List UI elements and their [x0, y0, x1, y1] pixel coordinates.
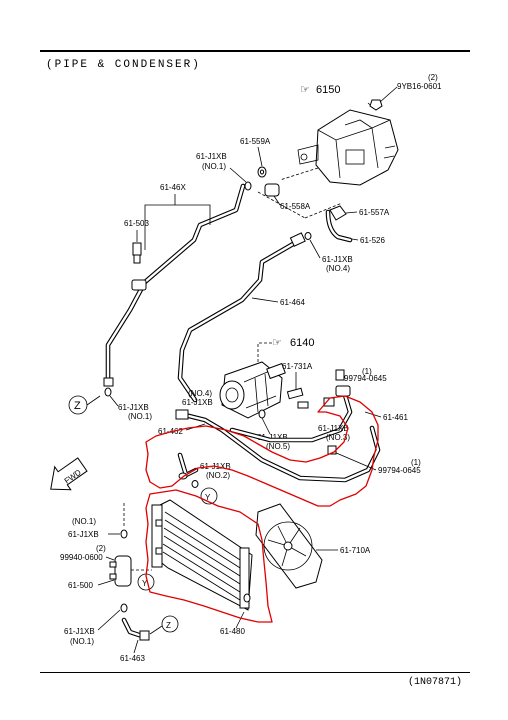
label-99794-a-qty: (1)	[362, 367, 372, 376]
fitting-464-top	[289, 232, 312, 247]
label-j1xb-no4: 61-J1XB	[322, 255, 353, 264]
o-ring-559a	[257, 166, 267, 178]
o-ring-left	[120, 529, 128, 539]
label-j1xb-no3: 61-J1XB	[318, 424, 349, 433]
label-j1xb-left: 61-J1XB	[68, 530, 99, 539]
page-title: (PIPE & CONDENSER)	[46, 59, 201, 71]
o-ring-no2	[191, 480, 199, 488]
condenser-tank-left	[151, 504, 163, 568]
label-46x: 61-46X	[160, 183, 186, 192]
bottom-rule	[40, 672, 470, 673]
label-557a: 61-557A	[359, 208, 390, 217]
evaporator-unit	[279, 102, 399, 186]
label-99794-b-qty: (1)	[411, 458, 421, 467]
bolt-9yb16	[369, 99, 383, 111]
label-558a: 61-558A	[280, 202, 311, 211]
o-ring-bottom	[120, 603, 128, 613]
zone-z-marker-bottom	[161, 615, 179, 633]
label-99940: 99940-0600	[60, 553, 103, 562]
label-j1xb-no5-no: (NO.5)	[266, 442, 290, 451]
clamp-46x	[131, 279, 147, 291]
label-6150: 6150	[316, 84, 340, 96]
pipe-463	[121, 617, 150, 641]
o-ring-no5	[258, 409, 266, 419]
label-500: 61-500	[68, 581, 93, 590]
zone-y-marker-top	[200, 487, 218, 505]
label-463: 61-463	[120, 654, 145, 663]
label-464: 61-464	[280, 298, 305, 307]
fitting-46x-end	[103, 377, 114, 397]
label-503: 61-503	[124, 219, 149, 228]
o-ring-j1xb-top	[244, 181, 252, 191]
label-j1xb-bot-no: (NO.1)	[70, 637, 94, 646]
label-j1xb-no3-no: (NO.3)	[326, 433, 350, 442]
label-99794-b: 99794-0645	[378, 466, 421, 475]
drawing-code: (1N07871)	[408, 677, 463, 688]
label-j1xb-top: 61-J1XB	[196, 152, 227, 161]
cap-557a	[329, 205, 347, 221]
label-731a: 61-731A	[282, 362, 313, 371]
label-6140-icon: ☞	[272, 337, 282, 349]
label-99940-qty: (2)	[96, 544, 106, 553]
label-j1xb-zone-no: (NO.1)	[128, 412, 152, 421]
fwd-arrow: FWD	[50, 457, 88, 491]
cap-558a	[264, 183, 280, 197]
label-j1xb-left-no: (NO.1)	[72, 517, 96, 526]
bolt-731a	[286, 387, 309, 409]
red-outline-condenser	[145, 489, 273, 623]
label-480: 61-480	[220, 627, 245, 636]
zone-z-letter: Z	[74, 400, 81, 412]
label-6140: 6140	[290, 337, 314, 349]
compressor	[219, 361, 286, 419]
pipe-461	[229, 392, 353, 443]
label-j1xb-no2-no: (NO.2)	[206, 471, 230, 480]
receiver-drier	[109, 555, 132, 587]
label-j1xb-mid-no: (NO.4)	[188, 389, 212, 398]
label-j1xb-top-no: (NO.1)	[202, 162, 226, 171]
condenser-fan	[255, 503, 323, 589]
label-9yb16-qty: (2)	[428, 73, 438, 82]
pipe-464	[177, 237, 303, 403]
label-j1xb-no5: 61-J1XB	[257, 433, 288, 442]
label-710a: 61-710A	[340, 546, 371, 555]
label-6150-icon: ☞	[300, 84, 310, 96]
label-99794-a: 99794-0645	[344, 374, 387, 383]
pipe-46x	[105, 183, 246, 383]
label-526: 61-526	[360, 236, 385, 245]
label-9yb16: 9YB16-0601	[397, 82, 442, 91]
zone-z-letter-bottom: Z	[166, 621, 171, 630]
label-559a: 61-559A	[240, 137, 271, 146]
condenser-tank-right	[239, 547, 250, 609]
zone-y-letter-top: Y	[205, 493, 211, 502]
top-rule	[40, 50, 470, 52]
o-ring-480	[243, 593, 251, 603]
label-461: 61-461	[383, 413, 408, 422]
condenser	[151, 499, 253, 611]
label-j1xb-mid: 61-J1XB	[182, 398, 213, 407]
label-j1xb-no4-no: (NO.4)	[326, 264, 350, 273]
service-valve-503	[132, 242, 142, 264]
zone-y-letter-bottom: Y	[142, 579, 148, 588]
label-j1xb-bot: 61-J1XB	[64, 627, 95, 636]
red-outline-pipe-462	[145, 395, 379, 507]
label-j1xb-zone: 61-J1XB	[118, 403, 149, 412]
